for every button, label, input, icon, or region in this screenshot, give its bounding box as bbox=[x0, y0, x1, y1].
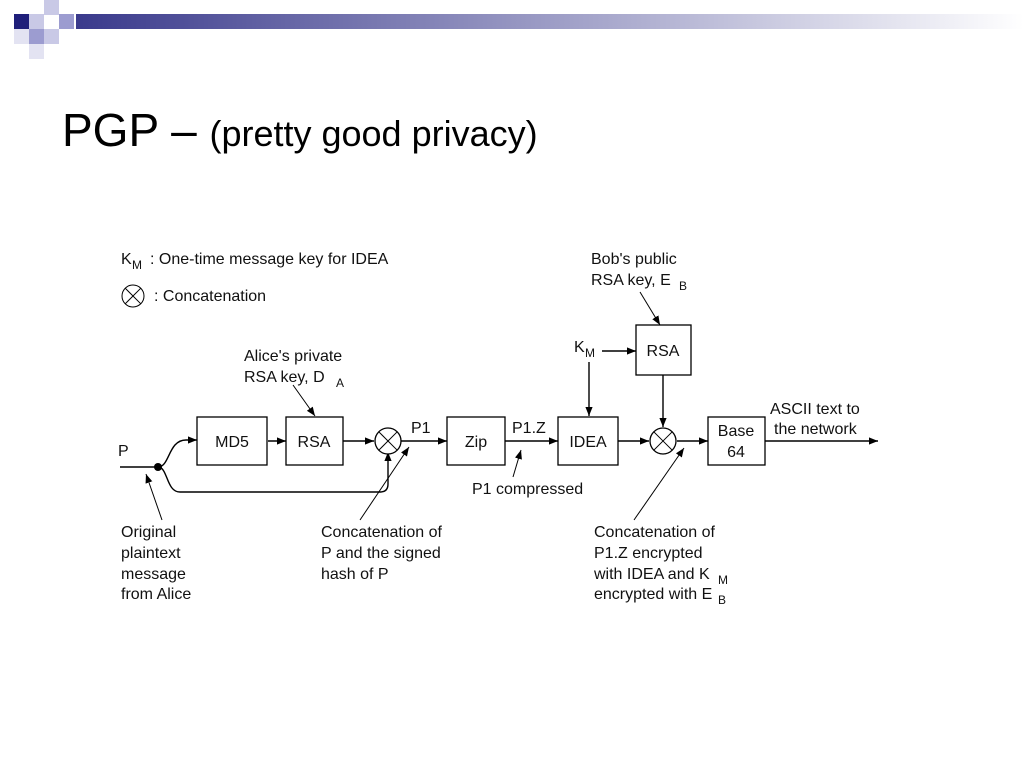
concat2-line-4-subscript: B bbox=[718, 593, 726, 607]
alice-key-line2: RSA key, D bbox=[244, 369, 325, 386]
zip-box bbox=[446, 416, 506, 466]
circled-x-icon bbox=[121, 284, 145, 308]
bob-key-line2: RSA key, E bbox=[591, 272, 671, 289]
legend-key-text: : One-time message key for IDEA bbox=[150, 251, 389, 268]
concat2-line-3: with IDEA and K bbox=[593, 566, 710, 583]
bob-key-line1: Bob's public bbox=[591, 251, 677, 268]
label-km-subscript: M bbox=[585, 346, 595, 360]
label-p: P bbox=[118, 443, 129, 460]
concat1-line-3: hash of P bbox=[321, 566, 389, 583]
p1-compressed-pointer bbox=[512, 449, 522, 478]
md5-box bbox=[196, 416, 268, 466]
rsa-sign-box bbox=[285, 416, 344, 466]
branch-to-md5 bbox=[157, 436, 197, 468]
alice-key-line1: Alice's private bbox=[244, 348, 342, 365]
slide-title: PGP – (pretty good privacy) bbox=[62, 102, 538, 162]
ascii-line1: ASCII text to bbox=[770, 401, 860, 418]
legend-concat-text: : Concatenation bbox=[154, 288, 266, 305]
original-line-2: plaintext bbox=[121, 545, 181, 562]
label-km: K bbox=[574, 339, 585, 356]
concat-operator-2 bbox=[649, 427, 677, 455]
concat-operator-1 bbox=[374, 427, 402, 455]
original-line-3: message bbox=[121, 566, 186, 583]
title-subtitle: (pretty good privacy) bbox=[209, 113, 538, 154]
bob-key-subscript: B bbox=[679, 279, 687, 293]
rsa-key-label: RSA bbox=[647, 343, 680, 360]
concat2-line-1: Concatenation of bbox=[594, 524, 716, 541]
legend-key-symbol: K bbox=[121, 251, 132, 268]
md5-label: MD5 bbox=[215, 434, 249, 451]
bob-key-pointer bbox=[639, 291, 661, 326]
corner-decoration bbox=[14, 0, 1024, 59]
zip-label: Zip bbox=[465, 434, 487, 451]
alice-key-pointer bbox=[292, 384, 316, 417]
label-p1: P1 bbox=[411, 420, 431, 437]
idea-label: IDEA bbox=[569, 434, 607, 451]
label-p1z: P1.Z bbox=[512, 420, 546, 437]
legend-key-subscript: M bbox=[132, 258, 142, 272]
concat2-line-3-subscript: M bbox=[718, 573, 728, 587]
concat1-pointer bbox=[359, 446, 410, 521]
original-line-1: Original bbox=[121, 524, 176, 541]
bypass-line bbox=[157, 452, 392, 493]
ascii-line2: the network bbox=[774, 421, 858, 438]
original-line-4: from Alice bbox=[121, 586, 191, 603]
concat1-line-1: Concatenation of bbox=[321, 524, 443, 541]
rsa-sign-label: RSA bbox=[298, 434, 331, 451]
split-dot bbox=[154, 463, 162, 471]
base64-label-line2: 64 bbox=[727, 444, 745, 461]
alice-key-subscript: A bbox=[336, 376, 344, 390]
base64-box bbox=[707, 416, 766, 466]
concat2-line-4: encrypted with E bbox=[594, 586, 712, 603]
concat1-line-2: P and the signed bbox=[321, 545, 441, 562]
idea-box bbox=[557, 416, 619, 466]
label-p1-compressed: P1 compressed bbox=[472, 481, 583, 498]
original-pointer bbox=[145, 473, 163, 521]
rsa-key-box bbox=[635, 324, 692, 376]
concat2-line-2: P1.Z encrypted bbox=[594, 545, 703, 562]
concat2-pointer bbox=[633, 447, 685, 521]
base64-label-line1: Base bbox=[718, 423, 755, 440]
title-main: PGP – bbox=[62, 104, 210, 156]
